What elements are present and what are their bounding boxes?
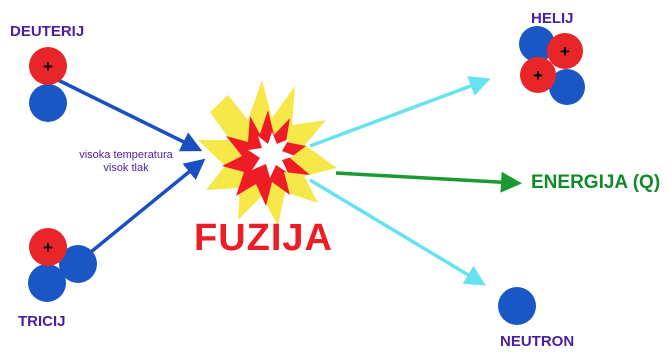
deuterium-neutron xyxy=(29,84,67,122)
deuterium-arrow xyxy=(57,78,203,152)
neutron-label: NEUTRON xyxy=(500,333,575,350)
conditions-note: visoka temperatura visok tlak xyxy=(64,149,188,175)
fusion-title: FUZIJA xyxy=(194,217,333,259)
helium-neutron-1 xyxy=(519,26,555,62)
energy-arrow xyxy=(335,171,522,193)
helium-proton-1 xyxy=(547,33,583,69)
helium-nucleus xyxy=(519,26,585,105)
condition-pressure: visok tlak xyxy=(103,162,149,174)
helium-proton-sign-1: + xyxy=(560,42,570,61)
helium-label: HELIJ xyxy=(531,10,574,27)
helium-arrow xyxy=(309,76,491,148)
deuterium-proton xyxy=(29,47,67,85)
helium-proton-sign-2: + xyxy=(533,66,543,85)
tritium-nucleus xyxy=(28,228,97,302)
tritium-proton-sign: + xyxy=(43,238,53,257)
energy-label: ENERGIJA (Q) xyxy=(531,172,661,193)
helium-neutron-2 xyxy=(549,69,585,105)
tritium-proton xyxy=(29,228,67,266)
helium-proton-2 xyxy=(520,57,556,93)
deuterium-nucleus xyxy=(29,47,67,122)
tritium-neutron-2 xyxy=(59,245,97,283)
condition-temperature: visoka temperatura xyxy=(79,149,173,161)
tritium-label: TRICIJ xyxy=(18,313,66,330)
tritium-neutron-1 xyxy=(28,264,66,302)
free-neutron xyxy=(498,287,536,325)
deuterium-proton-sign: + xyxy=(43,57,53,76)
tritium-arrow xyxy=(84,158,206,258)
deuterium-label: DEUTERIJ xyxy=(10,23,85,40)
fusion-burst-core xyxy=(248,132,295,178)
neutron-arrow xyxy=(309,178,487,286)
